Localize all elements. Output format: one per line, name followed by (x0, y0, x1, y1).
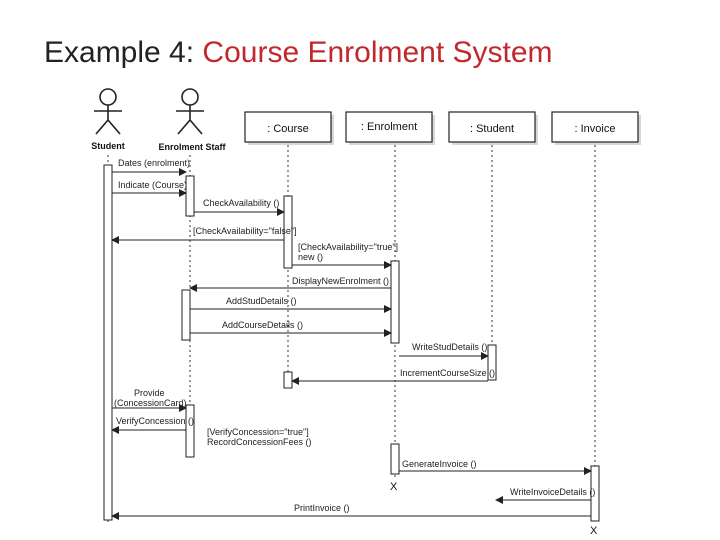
message-label-display-new-enrolment: DisplayNewEnrolment () (292, 276, 389, 286)
title-prefix: Example 4: (44, 36, 203, 69)
object-invoice-label: : Invoice (575, 123, 616, 135)
activation-enrolment-2 (390, 443, 400, 475)
actor-student-label: Student (91, 141, 125, 151)
activation-course-2 (283, 371, 293, 389)
destroy-mark-invoice: X (590, 525, 598, 537)
destroy-mark-enrolment: X (390, 481, 398, 493)
message-label-availability-true: [CheckAvailability="true"] (298, 242, 398, 252)
activation-invoice (590, 465, 600, 522)
object-enrolment: : Enrolment (345, 111, 435, 145)
message-label-add-stud-details: AddStudDetails () (226, 296, 297, 306)
message-label-generate-invoice: GenerateInvoice () (402, 459, 477, 469)
object-enrolment-label: : Enrolment (361, 121, 417, 133)
activation-student (103, 164, 113, 521)
activation-staff-1 (185, 175, 195, 217)
message-label-provide: Provide (134, 388, 165, 398)
activation-staff-3 (185, 404, 195, 458)
object-student: : Student (448, 111, 538, 145)
activation-staff-2 (181, 289, 191, 341)
message-label-record-concession-fees: RecordConcessionFees () (207, 437, 312, 447)
actor-student (94, 88, 122, 135)
message-label-add-course-details: AddCourseDetails () (222, 320, 303, 330)
activation-enrolment-1 (390, 260, 400, 344)
message-label-write-invoice-details: WriteInvoiceDetails () (510, 487, 595, 497)
message-label-verify-concession: VerifyConcession () (116, 416, 194, 426)
message-label-concession-card: (ConcessionCard) (114, 398, 187, 408)
message-label-availability-false: [CheckAvailability="false"] (193, 226, 297, 236)
message-label-print-invoice: PrintInvoice () (294, 503, 350, 513)
object-course: : Course (244, 111, 334, 145)
actor-enrolment-staff-label: Enrolment Staff (158, 142, 226, 152)
object-student-label: : Student (470, 123, 514, 135)
message-label-new: new () (298, 252, 323, 262)
title-accent: Course Enrolment System (202, 36, 553, 69)
actor-enrolment-staff (176, 88, 204, 135)
object-course-label: : Course (267, 123, 309, 135)
message-label-increment-course-size: IncrementCourseSize () (400, 368, 495, 378)
message-label-indicate: Indicate (Course) (118, 180, 187, 190)
message-label-dates: Dates (enrolment) (118, 158, 190, 168)
message-label-write-stud-details: WriteStudDetails () (412, 342, 487, 352)
activation-student-object (487, 344, 497, 381)
message-label-verify-concession-true: [VerifyConcession="true"] (207, 427, 309, 437)
object-invoice: : Invoice (551, 111, 641, 145)
message-label-check-availability: CheckAvailability () (203, 198, 279, 208)
slide-title: Example 4: Course Enrolment System (44, 36, 553, 70)
activation-course-1 (283, 195, 293, 269)
